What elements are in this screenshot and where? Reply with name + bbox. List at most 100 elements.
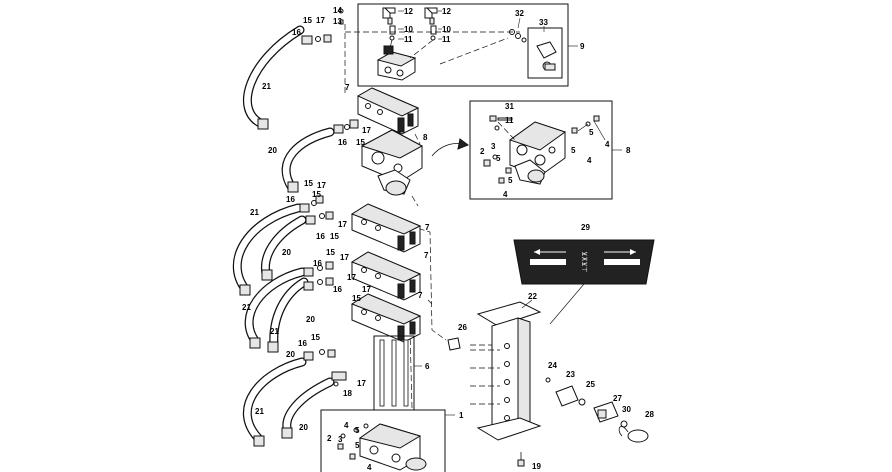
callout-5-b: 5 <box>355 441 360 450</box>
callout-18: 18 <box>343 389 352 398</box>
callout-4-c: 4 <box>503 190 508 199</box>
callout-11-left: 11 <box>404 35 413 44</box>
callout-21-c: 21 <box>242 303 251 312</box>
bolt-19 <box>517 452 525 467</box>
callout-labels: 14 13 12 10 11 12 10 11 32 33 9 17 15 16… <box>242 6 654 472</box>
callout-17-f: 17 <box>347 273 356 282</box>
adapter-fittings <box>299 8 359 387</box>
callout-3-b: 3 <box>491 142 496 151</box>
callout-17-e: 17 <box>340 253 349 262</box>
callout-21-b: 21 <box>250 208 259 217</box>
callout-32: 32 <box>515 9 524 18</box>
callout-16-d: 16 <box>316 232 325 241</box>
callout-15-g: 15 <box>352 294 361 303</box>
callout-21-a: 21 <box>262 82 271 91</box>
callout-16-b: 16 <box>338 138 347 147</box>
callout-15-h: 15 <box>311 333 320 342</box>
callout-4-b: 4 <box>367 463 372 472</box>
callout-7-c: 7 <box>424 251 429 260</box>
callout-8-b: 8 <box>626 146 631 155</box>
callout-2-a: 2 <box>327 434 332 443</box>
callout-13: 13 <box>333 17 342 26</box>
check-valve-23 <box>555 385 579 407</box>
callout-8-a: 8 <box>423 133 428 142</box>
detail-frame-9 <box>357 3 578 87</box>
seal-kit-32 <box>509 17 527 43</box>
plug-2-detail <box>483 159 491 167</box>
decal-29: ⊻⊼⊻⊤ <box>513 239 655 325</box>
callout-17-a: 17 <box>316 16 325 25</box>
kit-box-33 <box>527 26 563 79</box>
inlet-section-frame-1 <box>320 409 455 472</box>
callout-22: 22 <box>528 292 537 301</box>
callout-7-a: 7 <box>345 83 350 92</box>
callout-17-d: 17 <box>338 220 347 229</box>
decal-symbols: ⊻⊼⊻⊤ <box>580 251 588 272</box>
callout-5-f: 5 <box>589 128 594 137</box>
callout-16-a: 16 <box>292 28 301 37</box>
callout-24: 24 <box>548 361 557 370</box>
callout-29: 29 <box>581 223 590 232</box>
callout-20-c: 20 <box>306 315 315 324</box>
callout-5-d: 5 <box>508 176 513 185</box>
callout-10-right: 10 <box>442 25 451 34</box>
oring-30 <box>620 420 628 428</box>
callout-4-a: 4 <box>344 421 349 430</box>
valve-section-7-fourth <box>350 293 422 343</box>
callout-11-right: 11 <box>442 35 451 44</box>
valve-section-7-top <box>356 87 420 135</box>
callout-12-left: 12 <box>404 7 413 16</box>
callout-21-e: 21 <box>255 407 264 416</box>
callout-5-e: 5 <box>571 146 576 155</box>
callout-4-d: 4 <box>587 156 592 165</box>
callout-33: 33 <box>539 18 548 27</box>
callout-17-c: 17 <box>317 181 326 190</box>
callout-20-a: 20 <box>268 146 277 155</box>
callout-14: 14 <box>333 6 342 15</box>
callout-17-g: 17 <box>362 285 371 294</box>
detail-pointer-arrow <box>431 138 470 157</box>
callout-20-e: 20 <box>299 423 308 432</box>
callout-16-c: 16 <box>286 195 295 204</box>
callout-6: 6 <box>425 362 430 371</box>
callout-20-d: 20 <box>286 350 295 359</box>
callout-16-g: 16 <box>298 339 307 348</box>
tie-rods-6 <box>373 335 422 411</box>
elbow-fitting-12-left <box>382 7 396 25</box>
coupler-parts <box>447 337 649 467</box>
callout-20-b: 20 <box>282 248 291 257</box>
detail-frame-8 <box>469 100 622 200</box>
callout-12-right: 12 <box>442 7 451 16</box>
valve-section-8-detail <box>508 121 567 185</box>
valve-section-8 <box>360 129 424 196</box>
callout-15-b: 15 <box>356 138 365 147</box>
callout-17-h: 17 <box>357 379 366 388</box>
callout-5-c: 5 <box>496 154 501 163</box>
cap-26 <box>447 337 461 351</box>
callout-17-b: 17 <box>362 126 371 135</box>
callout-5-a: 5 <box>355 426 360 435</box>
callout-21-d: 21 <box>270 327 279 336</box>
callout-10-left: 10 <box>404 25 413 34</box>
callout-15-e: 15 <box>330 232 339 241</box>
callout-9: 9 <box>580 42 585 51</box>
valve-section-7-third <box>350 251 422 301</box>
callout-4-e: 4 <box>605 140 610 149</box>
callout-16-f: 16 <box>333 285 342 294</box>
callout-19: 19 <box>532 462 541 471</box>
callout-26: 26 <box>458 323 467 332</box>
callout-15-c: 15 <box>304 179 313 188</box>
fitting-10-left <box>389 25 396 41</box>
callout-2-b: 2 <box>480 147 485 156</box>
washer-24 <box>545 377 551 383</box>
callout-25: 25 <box>586 380 595 389</box>
callout-11-c: 11 <box>505 116 514 125</box>
callout-31: 31 <box>505 102 514 111</box>
valve-body-9 <box>376 39 434 81</box>
callout-15-f: 15 <box>326 248 335 257</box>
callout-15-d: 15 <box>312 190 321 199</box>
dust-cap-28 <box>618 426 649 443</box>
hoses <box>232 25 335 447</box>
valve-section-7-second <box>350 203 422 253</box>
